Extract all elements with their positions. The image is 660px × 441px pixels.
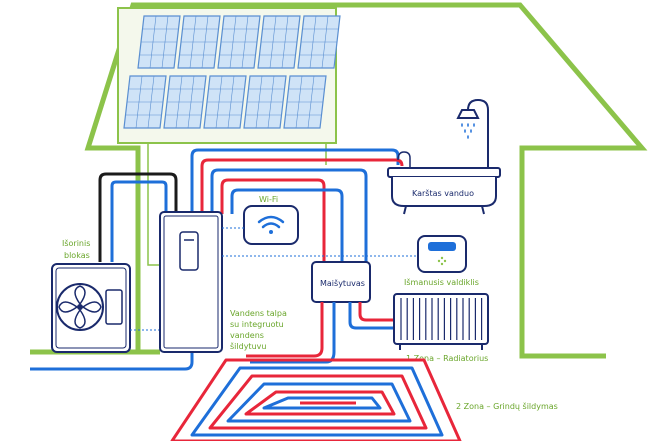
- solar-cell-line: [149, 15, 157, 69]
- tank-label-1: Vandens talpa: [230, 309, 287, 318]
- tank-label-3: vandens: [230, 331, 264, 340]
- solar-cell-line: [309, 15, 317, 69]
- radiator-pipes: [348, 302, 396, 330]
- mixer-label: Maišytuvas: [320, 278, 365, 288]
- solar-cell-line: [215, 75, 223, 129]
- solar-cell-line: [187, 75, 195, 129]
- radiator-icon: [393, 293, 489, 350]
- zone2-label: 2 Zona – Grindų šildymas: [456, 401, 558, 411]
- solar-cell-line: [269, 15, 277, 69]
- solar-cell-line: [321, 15, 329, 69]
- tank-label-4: šildytuvu: [230, 341, 266, 351]
- solar-cell-line: [241, 15, 249, 69]
- outdoor-unit: [51, 263, 131, 353]
- solar-cell-line: [161, 15, 169, 69]
- wifi-label: Wi-Fi: [259, 195, 278, 204]
- outdoor-pipes: [98, 172, 178, 262]
- mixer: [311, 261, 371, 303]
- wifi-module: [243, 205, 299, 245]
- solar-cell-line: [201, 15, 209, 69]
- wifi-icon: [257, 215, 285, 234]
- solar-cell-line: [227, 75, 235, 129]
- solar-cell-line: [295, 75, 303, 129]
- solar-cell-line: [175, 75, 183, 129]
- solar-cell-line: [147, 75, 155, 129]
- house-outline: [30, 2, 648, 359]
- outdoor-unit-label-2: blokas: [64, 251, 90, 260]
- solar-cell-line: [189, 15, 197, 69]
- bathtub-icon: [387, 151, 501, 215]
- outdoor-unit-label-1: Išorinis: [62, 238, 90, 248]
- main-pipes: [190, 148, 404, 262]
- shower-icon: [456, 98, 489, 168]
- solar-cell-line: [307, 75, 315, 129]
- ground-pipe: [30, 352, 194, 371]
- floor-heating-spiral: [170, 358, 462, 441]
- solar-cell-line: [255, 75, 263, 129]
- solar-panel-icon: [117, 7, 341, 266]
- solar-cell-line: [229, 15, 237, 69]
- controller-icon: [417, 235, 467, 273]
- solar-cell-line: [267, 75, 275, 129]
- tank-label-2: su integruotu: [230, 320, 284, 329]
- zone1-label: 1 Zona – Radiatorius: [406, 354, 488, 363]
- water-tank-unit: [159, 211, 223, 353]
- fan-icon: [56, 283, 104, 331]
- solar-cell-line: [281, 15, 289, 69]
- hot-water-label: Karštas vanduo: [412, 188, 474, 198]
- solar-cell-line: [135, 75, 143, 129]
- smart-controller-label: Išmanusis valdiklis: [404, 277, 479, 287]
